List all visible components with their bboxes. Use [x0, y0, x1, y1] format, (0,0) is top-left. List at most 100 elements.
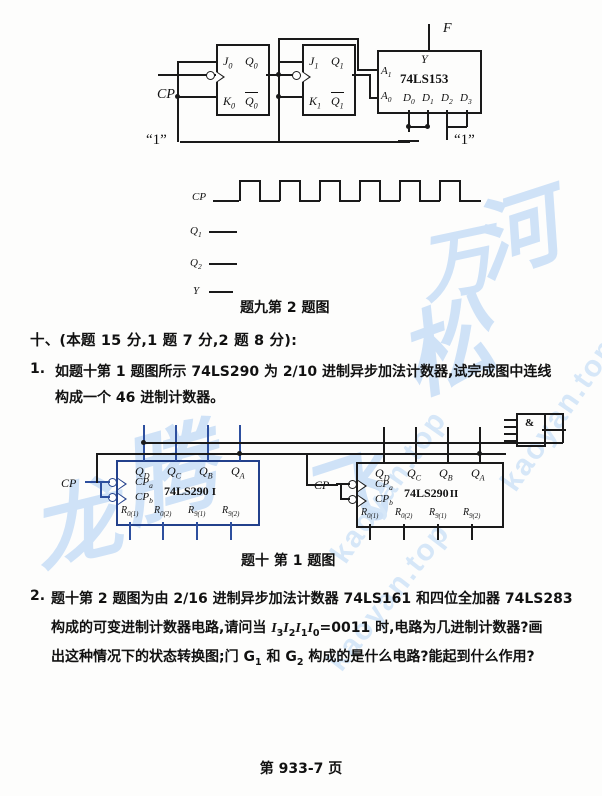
question-2-number: 2.: [30, 588, 46, 604]
and-gate-output: [542, 429, 566, 431]
chip1-reset-pin: [162, 522, 164, 540]
chip2-output-label: QD: [375, 466, 390, 483]
wire-q1-to-a0: [369, 97, 379, 99]
wire-ff0-j-tie: [177, 61, 217, 63]
chip1-output-label: QB: [199, 464, 213, 481]
flipflop-1-j-label: J1: [309, 54, 319, 71]
timing-row-line: [209, 263, 237, 265]
junction-dot: [477, 451, 482, 456]
flipflop-0-j-label: J0: [223, 54, 233, 71]
chip2-cpa-triangle-icon: [358, 480, 367, 492]
waveform-edge: [359, 180, 361, 201]
chip1-cp-bus: [100, 481, 102, 497]
chip2-cpb-label: CPb: [375, 493, 393, 508]
wire-q1-out: [352, 74, 370, 76]
chip1-reset-label: R0(1): [121, 505, 139, 518]
wire-ff1-k-tie: [278, 96, 303, 98]
waveform-high: [359, 180, 380, 182]
question-2-line-3-a: 出这种情况下的状态转换图;门 G: [51, 649, 255, 665]
wire-q0-down-to-a1: [357, 38, 359, 70]
waveform-edge: [239, 180, 241, 201]
waveform-cp-baseline-start: [213, 200, 239, 202]
chip1-cpb-wire: [100, 496, 110, 498]
chip2-feedback-bottom: [306, 484, 338, 486]
waveform-low: [259, 200, 280, 202]
junction-dot: [141, 440, 146, 445]
wire-q1-down: [369, 74, 371, 98]
junction-dot: [425, 124, 430, 129]
chip1-output-label: QD: [135, 464, 150, 481]
chip1-cpb-label: CPb: [135, 491, 153, 506]
timing-row-label: Y: [193, 285, 200, 297]
chip2-reset-pin: [369, 524, 371, 540]
and-gate-input: [504, 433, 516, 435]
chip2-output-label: QB: [439, 466, 453, 483]
figure-nine-caption: 题九第 2 题图: [240, 300, 330, 316]
chip1-cpb-triangle-icon: [118, 493, 127, 505]
waveform-edge: [379, 180, 381, 201]
flipflop-1-clock-triangle-icon: [302, 71, 311, 83]
waveform-edge: [319, 180, 321, 201]
wire-mux-y-out: [428, 24, 430, 51]
chip2-name: 74LS290II: [404, 486, 459, 500]
waveform-low: [339, 200, 360, 202]
question-2-line-1: 题十第 2 题图为由 2/16 进制异步加法计数器 74LS161 和四位全加器…: [51, 591, 573, 607]
mux-y-label: Y: [421, 52, 428, 66]
figure-nine-circuit: CP J0 Q0 K0 Q0 J1 Q1 K1 Q1: [0, 0, 602, 165]
signal-i3: I: [271, 621, 277, 636]
wire-q0-top: [278, 38, 358, 40]
section-ten-heading: 十、(本题 15 分,1 题 7 分,2 题 8 分):: [30, 333, 298, 349]
wire-ff0-jk-bus: [177, 61, 179, 97]
chip1-reset-label: R0(2): [154, 505, 172, 518]
flipflop-0-k-label: K0: [223, 94, 236, 111]
waveform-edge: [439, 180, 441, 201]
chip2-qc-pin: [415, 427, 417, 463]
chip1-output-label: QA: [231, 464, 245, 481]
feedback-rail-upper: [143, 442, 563, 444]
mux-a0-label: A0: [381, 90, 392, 105]
label-one-right: “1”: [454, 132, 475, 148]
waveform-edge: [299, 180, 301, 201]
waveform-edge: [459, 180, 461, 201]
label-one-left: “1”: [146, 132, 167, 148]
question-2-line-3: 出这种情况下的状态转换图;门 G1 和 G2 构成的是什么电路?能起到什么作用?: [51, 649, 535, 668]
waveform-high: [399, 180, 420, 182]
chip1-reset-pin: [196, 522, 198, 540]
chip2-qa-pin: [479, 427, 481, 463]
chip2-output-label: QC: [407, 466, 422, 483]
wire-q0-to-a1: [357, 69, 378, 71]
junction-dot: [237, 451, 242, 456]
waveform-edge: [339, 180, 341, 201]
question-2-line-2: 构成的可变进制计数器电路,请问当 I3I2I1I0=0011 时,电路为几进制计…: [51, 620, 543, 639]
chip2-qb-pin: [447, 427, 449, 463]
chip2-reset-pin: [471, 524, 473, 540]
chip1-cpa-triangle-icon: [118, 478, 127, 490]
mux-name: 74LS153: [400, 71, 449, 86]
waveform-low: [379, 200, 400, 202]
junction-dot: [406, 124, 411, 129]
chip2-cp-bus: [340, 483, 342, 498]
mux-d2-label: D2: [441, 92, 453, 107]
waveform-low: [299, 200, 320, 202]
chip2-cpb-triangle-icon: [358, 495, 367, 507]
flipflop-0-clock-triangle-icon: [216, 71, 225, 83]
wire-q0-up: [278, 38, 280, 75]
chip2-body: [356, 462, 504, 528]
chip1-body: [116, 460, 260, 526]
flipflop-1-qbar-label: Q1: [331, 92, 344, 111]
chip2-reset-pin: [403, 524, 405, 540]
chip2-qd-pin: [383, 427, 385, 463]
chip1-reset-pin: [230, 522, 232, 540]
chip2-reset-pin: [437, 524, 439, 540]
wire-d0-d1-tie: [408, 126, 428, 128]
chip1-reset-label: R9(1): [188, 505, 206, 518]
wire-d1-down: [427, 110, 429, 127]
flipflop-1-clock-bubble-icon: [292, 71, 301, 80]
timing-cp-label: CP: [192, 191, 207, 203]
wire-ff1-to-one-rail: [278, 96, 280, 142]
chip2-feedback-left-drop: [306, 453, 308, 485]
chip1-reset-label: R9(2): [222, 505, 240, 518]
